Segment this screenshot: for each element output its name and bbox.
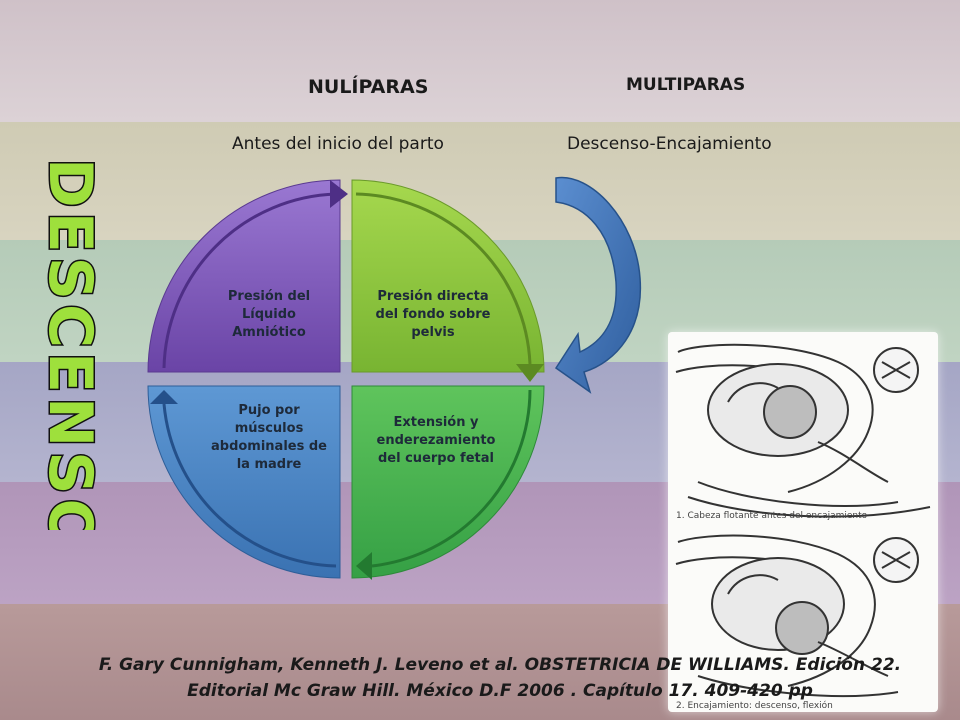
quadrant-bottom-left xyxy=(147,385,341,579)
cycle-arrow-purple xyxy=(162,192,337,369)
quadrant-label-bottom-left: Pujo por músculos abdominales de la madr… xyxy=(210,403,327,472)
curved-arrow-multiparas xyxy=(554,176,642,394)
arrowhead-blue xyxy=(150,390,178,404)
illustration-panel-2 xyxy=(675,534,919,697)
cycle-arrow-lime xyxy=(355,192,532,365)
arrowhead-purple xyxy=(330,180,348,208)
subheader-nuliparas: Antes del inicio del parto xyxy=(232,134,444,154)
illustration-caption-1: 1. Cabeza flotante antes del encajamient… xyxy=(676,511,868,521)
quadrant-label-bottom-right: Extensión y enderezamiento del cuerpo fe… xyxy=(376,415,496,466)
vertical-title-text: DESCENSO xyxy=(44,160,105,530)
arrowhead-green xyxy=(356,552,372,580)
illustration-caption-2: 2. Encajamiento: descenso, flexión xyxy=(676,700,833,711)
cycle-arrow-green xyxy=(371,389,532,568)
quadrant-top-left xyxy=(147,179,341,373)
header-nuliparas: NULÍPARAS xyxy=(308,76,429,98)
citation: F. Gary Cunnigham, Kenneth J. Leveno et … xyxy=(60,652,940,704)
citation-line-1: F. Gary Cunnigham, Kenneth J. Leveno et … xyxy=(98,655,902,675)
header-multiparas: MULTIPARAS xyxy=(626,75,746,95)
quadrant-bottom-right xyxy=(351,385,545,579)
quadrant-label-top-left: Presión del Líquido Amniótico xyxy=(227,289,311,340)
quadrant-label-top-right: Presión directa del fondo sobre pelvis xyxy=(375,289,491,340)
quadrant-top-right xyxy=(351,179,545,373)
vertical-title-descenso: DESCENSO xyxy=(44,160,106,530)
background-band-1 xyxy=(0,0,960,122)
illustration-drawing: 1. Cabeza flotante antes del encajamient… xyxy=(675,343,931,711)
arrowhead-lime xyxy=(516,364,544,382)
fetal-position-illustration: 1. Cabeza flotante antes del encajamient… xyxy=(668,332,938,712)
citation-line-2: Editorial Mc Graw Hill. México D.F 2006 … xyxy=(187,681,813,701)
background-band-2 xyxy=(0,122,960,240)
subheader-multiparas: Descenso-Encajamiento xyxy=(567,134,772,154)
cycle-arrow-blue xyxy=(162,403,337,568)
illustration-panel-1 xyxy=(675,343,931,518)
